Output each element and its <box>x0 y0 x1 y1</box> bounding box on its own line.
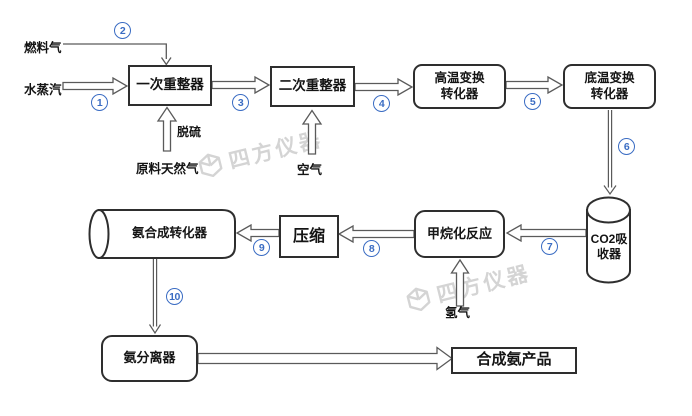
sifang-cube-logo-icon <box>198 153 223 178</box>
arrow-methanation-to-compression <box>337 224 415 244</box>
node-lt-shift-converter: 底温变换 转化器 <box>563 64 656 109</box>
node-co2-absorber-label: CO2吸 收器 <box>585 228 633 266</box>
node-label-line1: CO2吸 <box>590 232 628 246</box>
arrow-rawgas-to-primary-reformer <box>156 106 178 152</box>
node-label: 氨分离器 <box>123 350 176 366</box>
node-label-line1: 高温变换 <box>434 70 485 85</box>
node-label: 一次重整器 <box>136 77 204 93</box>
step-number-1: 1 <box>91 94 108 111</box>
node-label: 合成氨产品 <box>476 351 552 369</box>
step-number-4: 4 <box>373 95 390 112</box>
node-ammonia-converter-label: 氨合成转化器 <box>112 210 227 258</box>
arrow-ht-to-lt-shift <box>505 75 564 95</box>
watermark: 四方仪器 <box>194 123 325 183</box>
node-label-line2: 收器 <box>596 247 621 261</box>
node-label: 二次重整器 <box>278 78 347 94</box>
node-label: 甲烷化反应 <box>426 225 492 241</box>
arrow-primary-to-secondary-reformer <box>211 75 271 95</box>
label-desulfurization: 脱硫 <box>177 125 202 139</box>
node-label-line2: 转化器 <box>440 86 479 101</box>
node-compression: 压缩 <box>279 215 339 258</box>
step-number-7: 7 <box>541 238 558 255</box>
node-product: 合成氨产品 <box>451 347 577 374</box>
step-number-6: 6 <box>618 138 635 155</box>
arrow-secondary-to-ht-shift <box>354 77 414 97</box>
sifang-cube-logo-icon <box>406 287 431 312</box>
arrow-separator-to-product <box>197 346 454 371</box>
node-ammonia-separator: 氨分离器 <box>101 335 198 382</box>
label-air: 空气 <box>297 163 323 177</box>
step-number-9: 9 <box>253 239 270 256</box>
node-label: 氨合成转化器 <box>131 226 207 241</box>
ammonia-converter-cylinder <box>88 209 236 259</box>
step-number-10: 10 <box>166 288 183 305</box>
arrow-co2-to-methanation <box>505 223 587 243</box>
watermark: 四方仪器 <box>402 257 533 317</box>
arrow-lt-shift-to-co2-absorber <box>603 110 617 196</box>
node-label: 压缩 <box>292 227 325 245</box>
label-steam: 水蒸汽 <box>24 83 62 97</box>
step-number-5: 5 <box>524 93 541 110</box>
step-number-8: 8 <box>363 240 380 257</box>
step-number-3: 3 <box>232 94 249 111</box>
arrow-fuelgas-to-primary-reformer <box>63 43 172 66</box>
node-secondary-reformer: 二次重整器 <box>270 66 355 107</box>
step-number-2: 2 <box>114 22 131 39</box>
label-fuel-gas: 燃料气 <box>24 41 62 55</box>
node-label-line1: 底温变换 <box>584 70 635 85</box>
label-hydrogen: 氢气 <box>445 306 471 320</box>
node-methanation: 甲烷化反应 <box>414 210 505 258</box>
label-raw-natural-gas: 原料天然气 <box>136 162 199 176</box>
arrow-compression-to-converter <box>235 223 280 243</box>
node-primary-reformer: 一次重整器 <box>128 65 212 106</box>
node-ht-shift-converter: 高温变换 转化器 <box>413 64 506 109</box>
arrow-steam-to-primary-reformer <box>62 76 129 96</box>
node-label-line2: 转化器 <box>590 86 629 101</box>
arrow-hydrogen-to-methanation <box>450 258 470 307</box>
co2-absorber-cylinder <box>586 196 631 284</box>
arrow-converter-to-separator <box>148 258 162 335</box>
arrow-air-to-secondary-reformer <box>301 109 323 155</box>
